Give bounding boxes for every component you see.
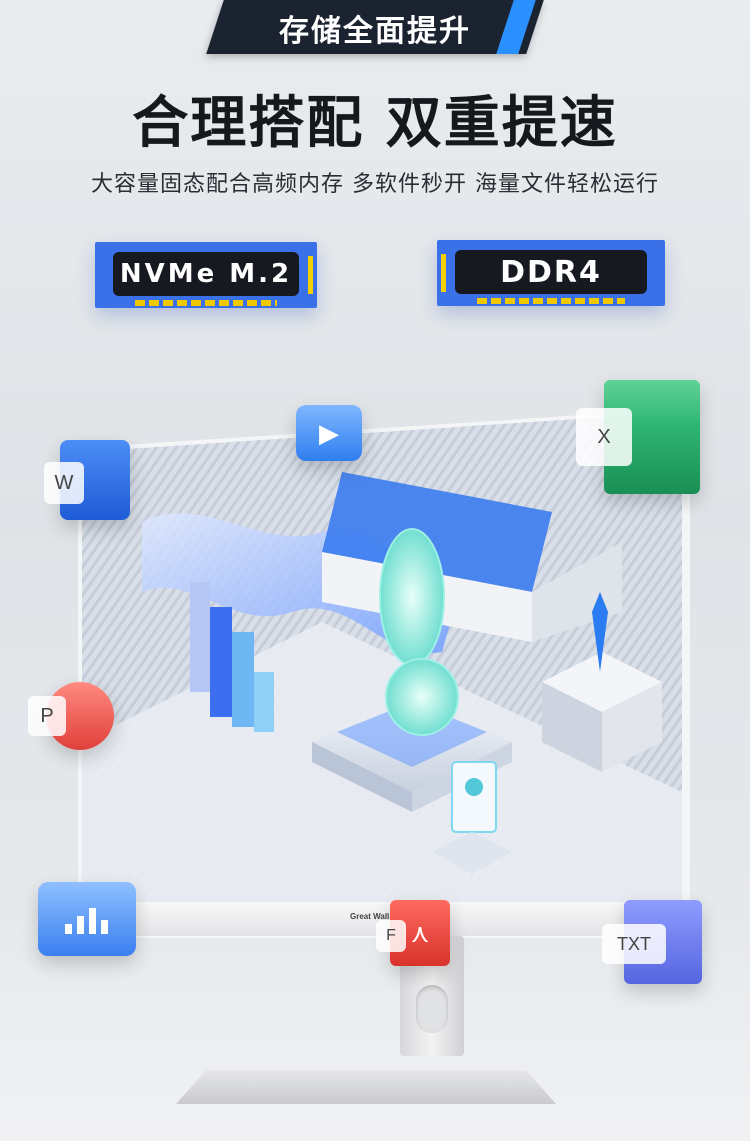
banner-title: 存储全面提升 xyxy=(279,14,471,49)
powerpoint-icon: P xyxy=(28,682,114,750)
ddr4-badge: DDR4 xyxy=(437,240,665,306)
video-play-glyph: ▶ xyxy=(319,417,339,448)
brand-logo: Great Wall xyxy=(350,912,390,921)
subline: 大容量固态配合高频内存 多软件秒开 海量文件轻松运行 xyxy=(91,172,659,197)
screen-illustration xyxy=(82,412,682,902)
word-icon: W xyxy=(44,440,130,520)
monitor-stand-base xyxy=(176,1070,556,1104)
pdf-icon-letter: F xyxy=(376,920,406,952)
stand-cable-hole xyxy=(416,985,448,1033)
excel-icon-letter: X xyxy=(576,408,632,466)
word-icon-letter: W xyxy=(44,462,84,504)
monitor-screen xyxy=(82,412,682,902)
nvme-badge-label: NVMe M.2 xyxy=(113,252,299,296)
ddr4-badge-label: DDR4 xyxy=(455,250,647,294)
powerpoint-icon-letter: P xyxy=(28,696,66,736)
bar-chart-glyph xyxy=(65,908,108,934)
headline: 合理搭配 双重提速 xyxy=(132,91,618,156)
pdf-symbol: ⋏ xyxy=(410,917,430,948)
chart-icon xyxy=(38,882,136,956)
excel-icon: X xyxy=(576,380,700,494)
txt-icon-label: TXT xyxy=(602,924,666,964)
pdf-icon: ⋏ F xyxy=(376,900,450,966)
video-icon: ▶ xyxy=(296,405,362,461)
txt-icon: TXT xyxy=(602,900,702,984)
nvme-badge: NVMe M.2 xyxy=(95,242,317,308)
